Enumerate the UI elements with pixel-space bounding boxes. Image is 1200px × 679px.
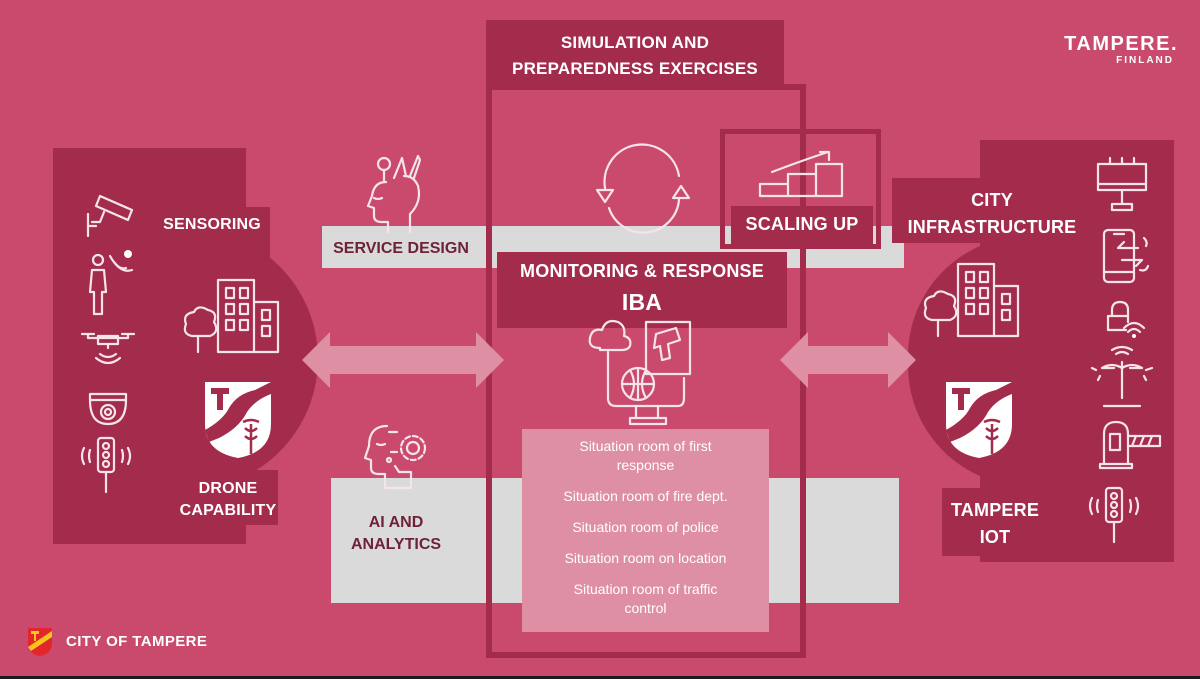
tampere-coat-of-arms-icon (946, 382, 1012, 458)
monitor-globe-cloud-icon (588, 319, 692, 426)
situation-room-traffic-control: Situation room of traffic control (522, 580, 769, 618)
dome-camera-icon (88, 392, 128, 426)
iot-line1: TAMPERE (950, 500, 1040, 520)
right-panel-ext-bottom (942, 488, 1002, 556)
brand-title: TAMPERE. (1064, 33, 1178, 55)
header-title: SIMULATION AND PREPAREDNESS EXERCISES (486, 30, 784, 82)
drone-line1: DRONE (198, 480, 258, 497)
situation-room-police: Situation room of police (522, 518, 769, 537)
cycle-icon (595, 143, 691, 234)
ai-analytics-line1: AI AND (368, 514, 424, 531)
right-double-arrow (780, 332, 916, 388)
monitoring-box (497, 252, 787, 328)
smart-lock-icon (1106, 300, 1146, 338)
header-box (486, 20, 784, 84)
situation-room-first-response: Situation room of first response (522, 437, 769, 475)
situation-room-text: Situation room of fire dept. (563, 488, 728, 504)
situation-rooms-list: Situation room of first response Situati… (522, 437, 769, 618)
left-double-arrow (302, 332, 504, 388)
brand-subtitle: FINLAND (1116, 55, 1174, 66)
smart-traffic-light-icon (80, 436, 132, 494)
city-buildings-icon (183, 278, 280, 354)
situation-room-text: Situation room on location (564, 550, 727, 566)
phone-nfc-icon (1102, 228, 1150, 284)
situation-room-text: Situation room of traffic (573, 581, 718, 597)
tampere-finland-logo: TAMPERE. FINLAND (1036, 33, 1178, 66)
ai-analytics-line2: ANALYTICS (350, 536, 442, 553)
ai-head-gear-icon (363, 424, 427, 490)
iot-line2: IOT (979, 527, 1011, 547)
parking-barrier-icon (1098, 420, 1162, 470)
drone-capability-label: DRONE CAPABILITY (168, 478, 288, 522)
right-panel-ext-top (892, 178, 992, 243)
monitoring-label: MONITORING & RESPONSE (520, 261, 764, 281)
ai-analytics-label: AI AND ANALYTICS (331, 512, 461, 556)
scaling-up-box (731, 206, 873, 246)
tampere-coat-of-arms-icon (205, 382, 271, 458)
billboard-icon (1096, 156, 1148, 212)
service-design-label: SERVICE DESIGN (333, 240, 469, 257)
creative-head-icon (366, 154, 422, 234)
smart-traffic-light-icon (1088, 486, 1140, 544)
situation-rooms-box (522, 429, 769, 632)
city-buildings-icon (923, 262, 1020, 338)
city-infrastructure-label: CITY INFRASTRUCTURE (896, 187, 1088, 241)
scaling-up-frame (720, 129, 881, 249)
situation-room-text: Situation room of police (572, 519, 719, 535)
header-title-line2: PREPAREDNESS EXERCISES (512, 59, 758, 78)
drone-line2: CAPABILITY (179, 502, 277, 519)
growth-chart-icon (758, 150, 844, 198)
iba-label: IBA (621, 289, 663, 315)
sensoring-label: SENSORING (163, 216, 261, 233)
situation-room-text: Situation room of first (579, 438, 712, 454)
scaling-up-label: SCALING UP (745, 214, 859, 234)
city-of-tampere-crest-icon (28, 628, 52, 656)
drone-icon (80, 332, 136, 365)
surveillance-camera-icon (86, 194, 134, 238)
city-of-tampere-label: CITY OF TAMPERE (66, 633, 208, 650)
person-sensor-icon (88, 250, 134, 316)
situation-room-location: Situation room on location (522, 549, 769, 568)
situation-room-fire-dept: Situation room of fire dept. (522, 487, 769, 506)
situation-room-text: response (616, 457, 675, 473)
situation-room-text: control (624, 600, 667, 616)
tampere-iot-label: TAMPERE IOT (940, 497, 1050, 551)
city-line1: CITY (971, 190, 1013, 210)
header-title-line1: SIMULATION AND (560, 33, 710, 52)
smart-streetlight-icon (1090, 345, 1154, 408)
city-line2: INFRASTRUCTURE (907, 217, 1077, 237)
